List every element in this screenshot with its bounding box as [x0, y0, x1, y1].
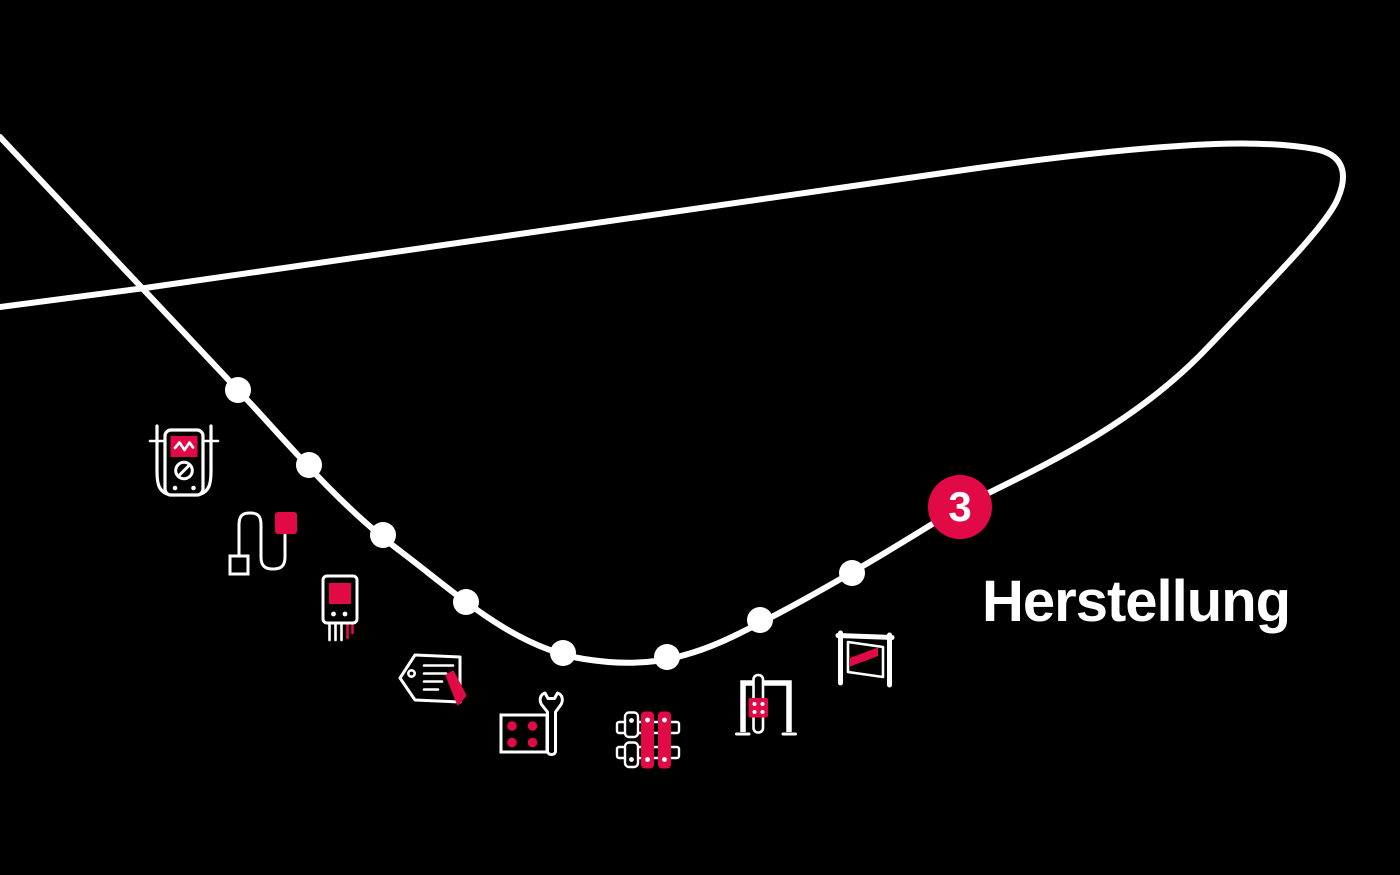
mounting-plate-wrench-icon: [494, 684, 572, 765]
milestone-dot: [296, 452, 322, 478]
milestone-dot: [370, 522, 396, 548]
milestone-dot: [654, 644, 680, 670]
milestone-dot: [453, 589, 479, 615]
stage-number: 3: [948, 483, 972, 530]
woven-cable-harness-icon: [612, 706, 684, 779]
press-machine-icon: [734, 672, 798, 747]
milestone-dot: [550, 640, 576, 666]
cable-connector-icon: [226, 502, 304, 585]
milestone-dot: [747, 607, 773, 633]
marked-panel-icon: [832, 626, 898, 695]
electronic-component-icon: [318, 572, 362, 649]
stage-number-badge[interactable]: 3: [928, 475, 992, 539]
milestone-dot: [225, 377, 251, 403]
multimeter-icon: [148, 422, 220, 507]
milestone-dot: [839, 560, 865, 586]
stage-label: Herstellung: [982, 569, 1291, 634]
milestone-dots: [225, 377, 865, 670]
label-tag-pen-icon: [394, 648, 472, 725]
